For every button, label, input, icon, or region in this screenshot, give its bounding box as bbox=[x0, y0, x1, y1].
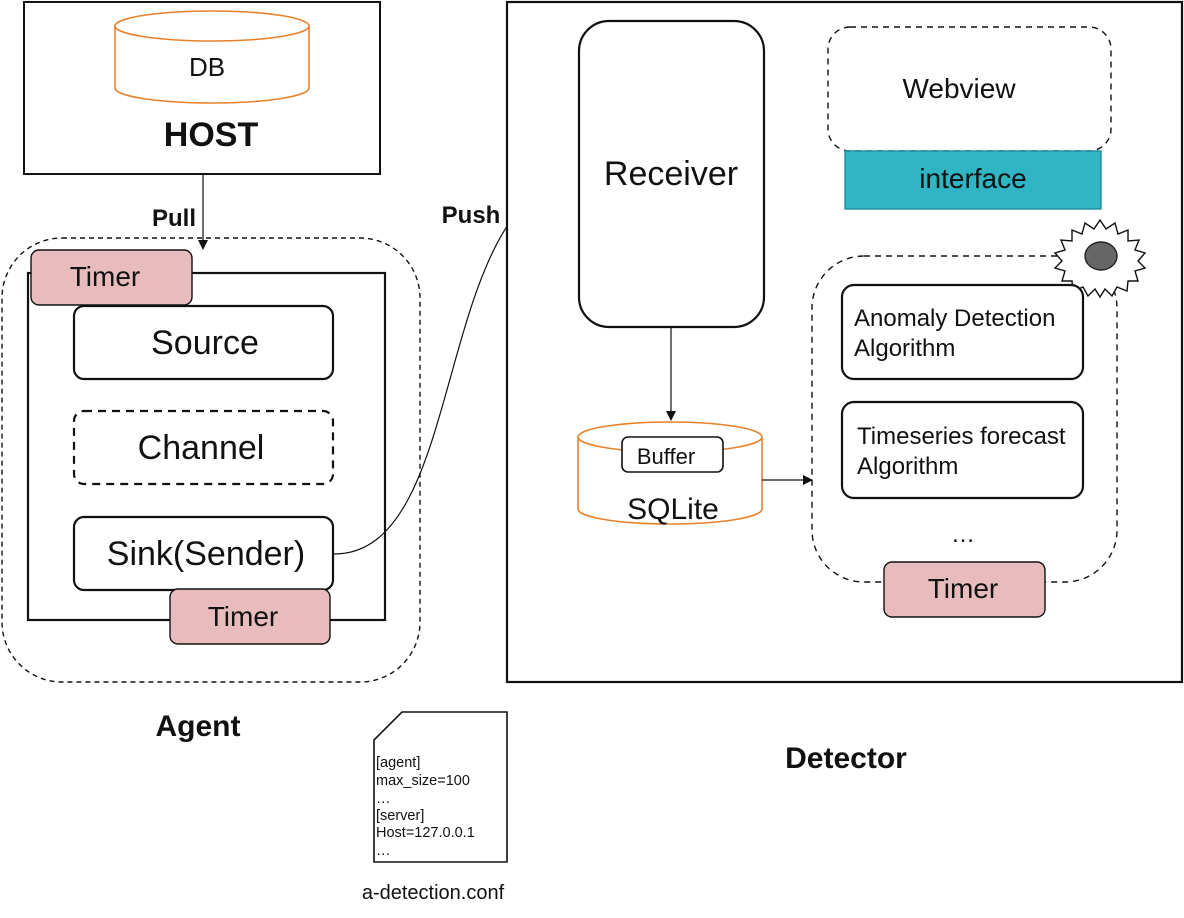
file-icon bbox=[373, 711, 508, 863]
buffer-box: Buffer bbox=[621, 436, 724, 473]
source-label: Source bbox=[151, 324, 259, 362]
sqlite-cylinder: Buffer SQLite bbox=[577, 421, 763, 526]
detector-timer-label: Timer bbox=[928, 573, 999, 604]
sink-box: Sink(Sender) bbox=[72, 515, 335, 592]
config-line: Host=127.0.0.1 bbox=[376, 825, 475, 841]
push-label: Push bbox=[442, 202, 501, 229]
anomaly-detection-line2: Algorithm bbox=[854, 335, 955, 362]
channel-box: Channel bbox=[72, 409, 335, 486]
interface-label: interface bbox=[919, 163, 1026, 194]
receiver-box: Receiver bbox=[577, 19, 766, 329]
pull-label: Pull bbox=[152, 205, 196, 232]
sink-label: Sink(Sender) bbox=[107, 535, 305, 573]
gear-icon bbox=[1053, 218, 1147, 299]
config-line: … bbox=[376, 843, 391, 859]
source-box: Source bbox=[72, 304, 335, 381]
agent-timer-top: Timer bbox=[30, 249, 193, 306]
algorithms-ellipsis: … bbox=[951, 521, 975, 548]
timeseries-forecast-line2: Algorithm bbox=[857, 453, 958, 480]
agent-timer-bottom: Timer bbox=[169, 588, 331, 645]
config-line: max_size=100 bbox=[376, 773, 470, 789]
interface-box: interface bbox=[844, 150, 1102, 210]
webview-box: Webview bbox=[827, 26, 1112, 152]
agent-timer-bottom-label: Timer bbox=[208, 601, 279, 632]
config-filename: a-detection.conf bbox=[362, 882, 505, 904]
algorithms-group: Anomaly Detection Algorithm Timeseries f… bbox=[811, 218, 1147, 618]
detector-group: Receiver Webview interface Buffer SQLite bbox=[505, 0, 1184, 775]
agent-timer-top-label: Timer bbox=[70, 261, 141, 292]
config-line: [server] bbox=[376, 808, 424, 824]
detector-title: Detector bbox=[785, 742, 907, 775]
receiver-label: Receiver bbox=[604, 155, 738, 193]
config-line: [agent] bbox=[376, 755, 420, 771]
sqlite-label: SQLite bbox=[627, 493, 719, 526]
db-cylinder: DB bbox=[114, 10, 310, 104]
webview-label: Webview bbox=[902, 73, 1016, 104]
agent-group: Timer Source Channel Sink(Sender) Timer … bbox=[1, 237, 421, 743]
agent-title: Agent bbox=[156, 710, 241, 743]
timeseries-forecast-box: Timeseries forecast Algorithm bbox=[840, 400, 1085, 500]
timeseries-forecast-line1: Timeseries forecast bbox=[857, 423, 1066, 450]
config-line: … bbox=[376, 791, 391, 807]
agent-dashed-boundary bbox=[1, 237, 421, 683]
anomaly-detection-line1: Anomaly Detection bbox=[854, 305, 1055, 332]
db-label: DB bbox=[189, 52, 225, 82]
detector-timer: Timer bbox=[883, 561, 1046, 618]
anomaly-detection-box: Anomaly Detection Algorithm bbox=[840, 283, 1085, 381]
buffer-label: Buffer bbox=[637, 444, 695, 469]
channel-label: Channel bbox=[138, 429, 265, 467]
host-box: DB HOST bbox=[23, 1, 381, 175]
host-title: HOST bbox=[164, 116, 259, 154]
config-file: [agent] max_size=100 … [server] Host=127… bbox=[362, 711, 508, 904]
